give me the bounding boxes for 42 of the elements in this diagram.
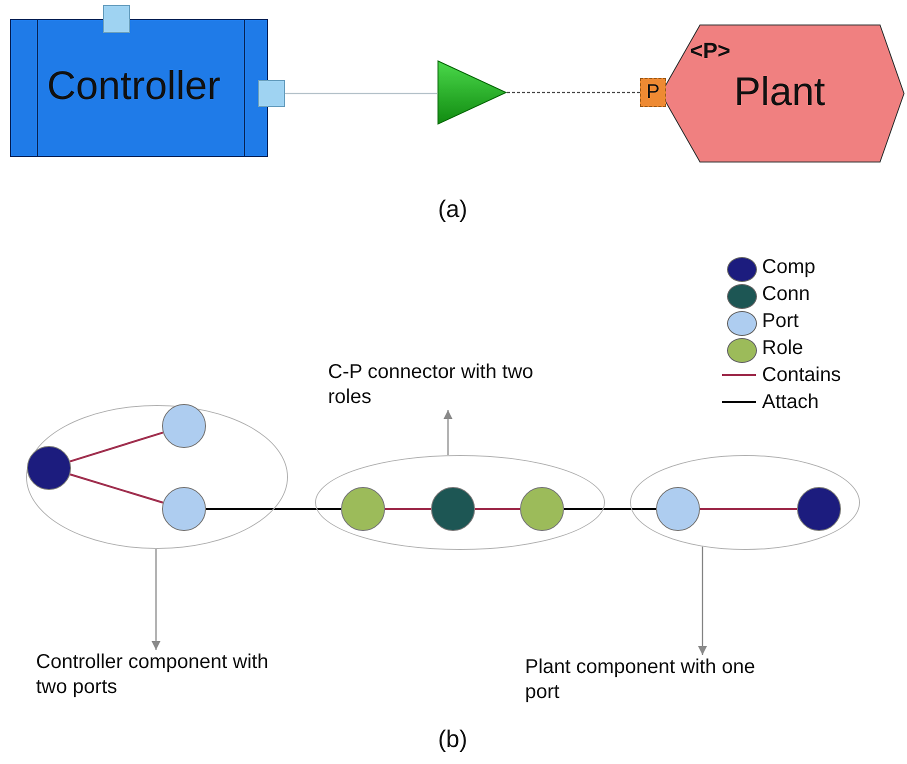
node-label: Plant	[734, 70, 826, 115]
comp-circle	[27, 446, 71, 490]
port-circle	[162, 404, 206, 448]
panel-label: (b)	[438, 726, 468, 754]
leader-arrow	[151, 549, 161, 650]
controller-box	[10, 19, 268, 157]
node-label: Controller	[47, 64, 220, 109]
connector-line	[206, 508, 341, 510]
connector-line	[475, 508, 520, 510]
panel-label: (a)	[438, 196, 468, 224]
comp-circle	[797, 487, 841, 531]
legend-label: Port	[762, 310, 799, 333]
connector-line	[385, 508, 431, 510]
connector-line	[700, 508, 797, 510]
connector-line	[564, 508, 656, 510]
connector-line	[70, 473, 164, 504]
conn-circle	[431, 487, 475, 531]
port-square	[103, 5, 130, 33]
group-ellipse	[26, 405, 288, 549]
leader-arrow	[443, 410, 453, 456]
legend-label: Comp	[762, 256, 816, 279]
connector-line	[507, 92, 640, 94]
group-ellipse	[630, 455, 860, 550]
legend-label: Attach	[762, 391, 819, 414]
connector-line	[70, 432, 164, 462]
role-circle	[341, 487, 385, 531]
role-circle	[520, 487, 564, 531]
stereotype-label: <P>	[690, 38, 730, 64]
port-circle	[162, 487, 206, 531]
callout-text: Controller component with two ports	[36, 650, 276, 705]
port-circle	[656, 487, 700, 531]
port-square: P	[640, 78, 666, 107]
connector-line	[285, 92, 437, 94]
triangle-block	[437, 60, 507, 125]
group-ellipse	[315, 455, 605, 550]
legend-label: Contains	[762, 364, 841, 387]
leader-arrow	[698, 546, 708, 655]
port-square	[258, 80, 285, 107]
callout-text: C-P connector with two roles	[328, 360, 568, 410]
legend-label: Role	[762, 337, 804, 360]
callout-text: Plant component with one port	[525, 655, 775, 710]
legend-label: Conn	[762, 283, 810, 306]
